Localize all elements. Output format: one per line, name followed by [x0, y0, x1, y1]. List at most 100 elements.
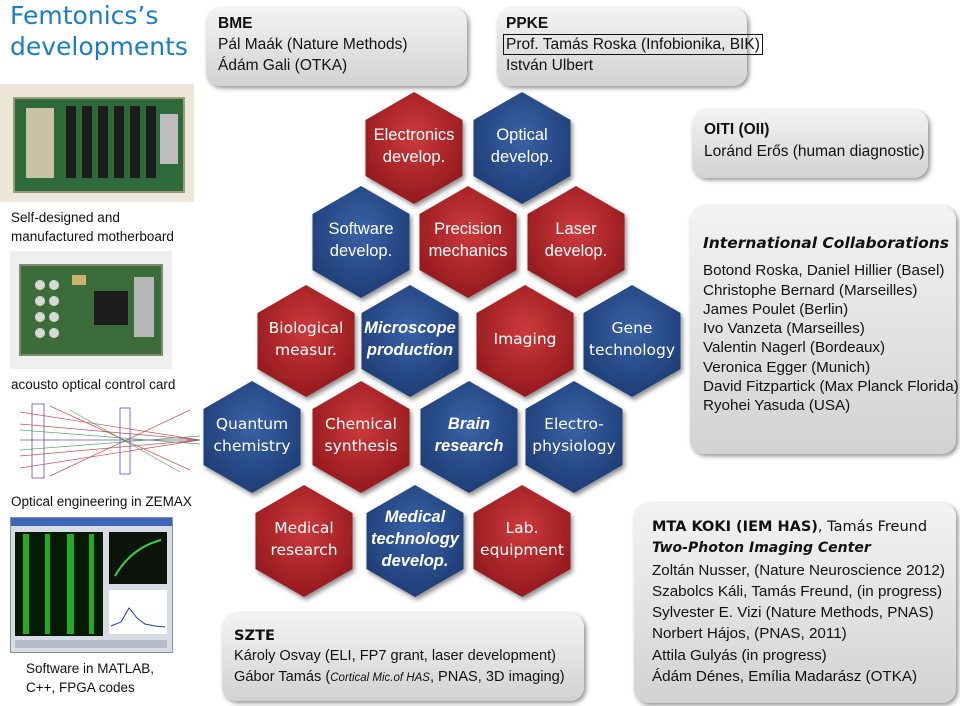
hexagon-label-line: develop.: [544, 242, 608, 260]
mta-line-6: Ádám Dénes, Emília Madarász (OTKA): [652, 668, 918, 686]
bme-line-1: Pál Maák (Nature Methods): [218, 36, 408, 53]
ppke-heading: PPKE: [506, 15, 549, 32]
mta-line-2: Szabolcs Káli, Tamás Freund, (in progres…: [652, 582, 943, 600]
hexagon-label-line: chemistry: [213, 437, 291, 455]
control-card-image: [19, 264, 163, 356]
hexagon-label-line: Microscope: [364, 319, 456, 337]
hexagon-label-electrophysiology: Electro-physiology: [514, 413, 634, 457]
hexagon-label-precision: Precision mechanics: [408, 218, 528, 262]
ppke-line-1: Prof. Tamás Roska (Infobionika, BIK): [503, 34, 763, 55]
hexagon-label-line: Imaging: [493, 330, 557, 348]
ppke-line-2: István Ulbert: [506, 57, 594, 74]
bme-heading: BME: [218, 15, 253, 32]
mta-heading-bold: MTA KOKI (IEM HAS): [652, 519, 818, 535]
software-caption-2: C++, FPGA codes: [26, 680, 135, 695]
bme-card: BME Pál Maák (Nature Methods) Ádám Gali …: [206, 8, 467, 86]
hexagon-label-line: technology: [588, 341, 676, 359]
oiti-line-1: Loránd Erős (human diagnostic): [704, 143, 925, 160]
bme-line-2: Ádám Gali (OTKA): [218, 57, 348, 74]
fpga-board-photo: [0, 84, 194, 202]
control-card-photo: [10, 251, 172, 369]
hexagon-label-line: mechanics: [428, 242, 508, 260]
motherboard-caption-2: manufactured motherboard: [11, 229, 174, 244]
hexagon-label-chemical: Chemical synthesis: [301, 413, 421, 457]
zemax-photo: [10, 400, 205, 482]
hexagon-label-line: Electronics: [373, 126, 455, 144]
hexagon-label-line: develop.: [382, 148, 446, 166]
mta-line-4: Norbert Hájos, (PNAS, 2011): [652, 625, 847, 643]
hexagon-label-laser: Laser develop.: [516, 218, 636, 262]
hexagon-label-line: Chemical: [325, 415, 397, 433]
hexagon-label-lab: Lab. equipment: [462, 517, 582, 561]
hexagon-label-line: equipment: [480, 541, 564, 559]
mta-heading-rest: , Tamás Freund: [817, 519, 928, 535]
hexagon-label-line: Medical: [384, 508, 446, 526]
collab-line-5: Valentin Nagerl (Bordeaux): [703, 339, 886, 357]
szte-line-2-b: , PNAS, 3D imaging): [429, 669, 565, 685]
szte-heading: SZTE: [234, 627, 276, 644]
hexagon-label-gene: Gene technology: [572, 317, 692, 361]
hexagon-label-line: Medical: [274, 519, 334, 537]
ppke-card: PPKE Prof. Tamás Roska (Infobionika, BIK…: [497, 8, 763, 86]
hexagon-label-software: Software develop.: [301, 218, 421, 262]
hexagon-label-line: Laser: [555, 220, 597, 238]
software-caption-1: Software in MATLAB,: [26, 661, 155, 676]
mta-heading: MTA KOKI (IEM HAS), Tamás Freund: [652, 517, 956, 538]
hexagon-label-line: develop.: [381, 552, 449, 570]
hexagon-label-line: Electro-: [544, 415, 604, 433]
hexagon-label-line: develop.: [490, 148, 554, 166]
mta-line-3: Sylvester E. Vizi (Nature Methods, PNAS): [652, 604, 934, 622]
hexagon-label-line: research: [270, 541, 338, 559]
motherboard-caption-1: Self-designed and: [11, 210, 120, 225]
szte-card: SZTE Károly Osvay (ELI, FP7 grant, laser…: [222, 613, 584, 701]
hexagon-label-medical-research: Medical research: [244, 517, 364, 561]
hexagon-label-line: physiology: [532, 437, 616, 455]
international-heading: International Collaborations: [703, 234, 950, 252]
oiti-card: OITI (OII) Loránd Erős (human diagnostic…: [692, 110, 928, 178]
mta-subheading: Two-Photon Imaging Center: [652, 540, 871, 557]
collab-line-8: Ryohei Yasuda (USA): [703, 397, 851, 415]
zemax-caption: Optical engineering in ZEMAX: [11, 494, 192, 509]
page-title: Femtonics’s developments: [10, 1, 188, 61]
hexagon-label-brain: Brain research: [409, 413, 529, 457]
international-card: International Collaborations Botond Rosk…: [690, 206, 959, 454]
hexagon-label-line: technology: [370, 530, 459, 548]
mta-line-1: Zoltán Nusser, (Nature Neuroscience 2012…: [652, 561, 945, 579]
hexagon-label-electronics: Electronics develop.: [354, 124, 474, 168]
oiti-heading: OITI (OII): [704, 121, 770, 138]
collab-line-2: Christophe Bernard (Marseilles): [703, 281, 918, 299]
software-image: [11, 518, 172, 648]
software-photo: [10, 517, 173, 653]
hexagon-label-line: measur.: [275, 341, 337, 359]
hexagon-label-line: Optical: [496, 126, 548, 144]
szte-line-2-small: Cortical Mic.of HAS: [330, 672, 430, 684]
hexagon-label-microscope: Microscope production: [350, 317, 470, 361]
collab-line-3: James Poulet (Berlin): [703, 300, 849, 318]
hexagon-label-imaging: Imaging: [465, 328, 585, 350]
hexagon-label-line: research: [434, 437, 504, 455]
collab-line-6: Veronica Egger (Munich): [703, 358, 871, 376]
hexagon-label-line: Lab.: [505, 519, 539, 537]
fpga-board-image: [13, 97, 185, 193]
hexagon-label-line: Biological: [268, 319, 344, 337]
mta-line-5: Attila Gulyás (in progress): [652, 646, 827, 664]
collab-line-4: Ivo Vanzeta (Marseilles): [703, 320, 865, 338]
collab-line-7: David Fitzpartick (Max Planck Florida): [703, 378, 959, 396]
zemax-image: [10, 400, 205, 482]
szte-line-2-a: Gábor Tamás (: [234, 669, 331, 685]
hexagon-label-line: production: [366, 341, 454, 359]
hexagon-label-line: Gene: [611, 319, 653, 337]
hexagon-label-line: Precision: [434, 220, 502, 238]
hexagon-label-line: develop.: [329, 242, 393, 260]
hexagon-label-line: synthesis: [324, 437, 398, 455]
collab-line-1: Botond Roska, Daniel Hillier (Basel): [703, 262, 945, 280]
szte-line-2: Gábor Tamás (Cortical Mic.of HAS, PNAS, …: [234, 667, 584, 689]
hexagon-label-biological: Biological measur.: [246, 317, 366, 361]
hexagon-label-medical-tech: Medical technology develop.: [355, 506, 475, 572]
hexagon-label-line: Software: [328, 220, 394, 238]
szte-line-1: Károly Osvay (ELI, FP7 grant, laser deve…: [234, 648, 557, 664]
hexagon-label-line: Brain: [447, 415, 491, 433]
hexagon-label-optical: Optical develop.: [462, 124, 582, 168]
acousto-caption: acousto optical control card: [11, 377, 176, 392]
